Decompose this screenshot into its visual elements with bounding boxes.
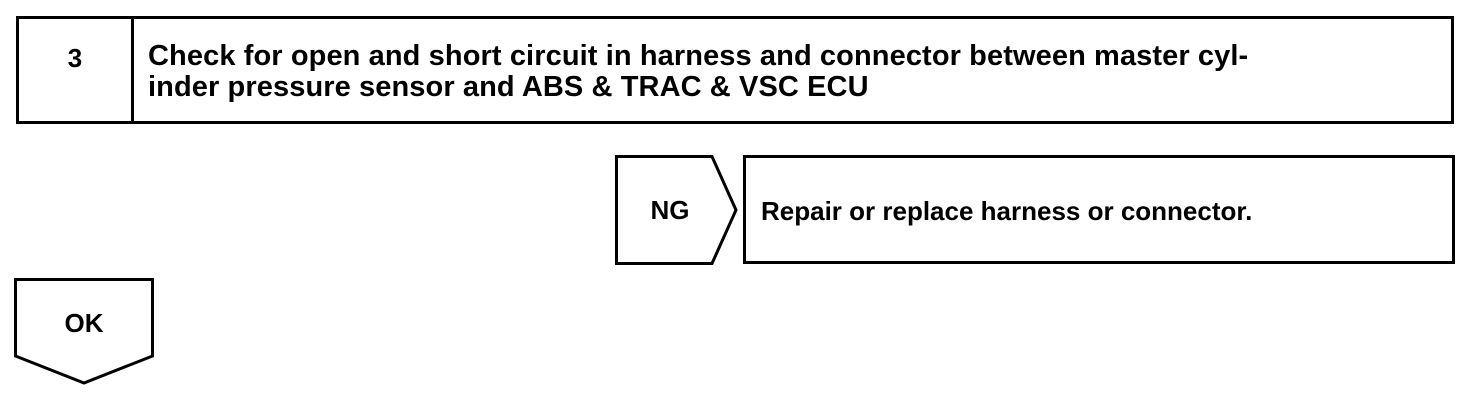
step-title-line1: Check for open and short circuit in harn… xyxy=(148,40,1249,72)
step-box: 3 Check for open and short circuit in ha… xyxy=(16,16,1454,124)
ok-arrow-shape xyxy=(14,278,154,385)
ok-label: OK xyxy=(64,308,104,338)
step-title-line2: inder pressure sensor and ABS & TRAC & V… xyxy=(148,71,869,103)
ng-label: NG xyxy=(650,195,690,225)
ok-branch-tag: OK xyxy=(14,278,154,386)
step-number: 3 xyxy=(19,19,134,121)
step-title: Check for open and short circuit in harn… xyxy=(134,19,1451,121)
ng-branch-tag: NG xyxy=(615,155,739,265)
ng-action-box: Repair or replace harness or connector. xyxy=(743,155,1455,264)
ng-arrow-shape xyxy=(615,155,738,265)
ng-action-text: Repair or replace harness or connector. xyxy=(761,196,1253,226)
